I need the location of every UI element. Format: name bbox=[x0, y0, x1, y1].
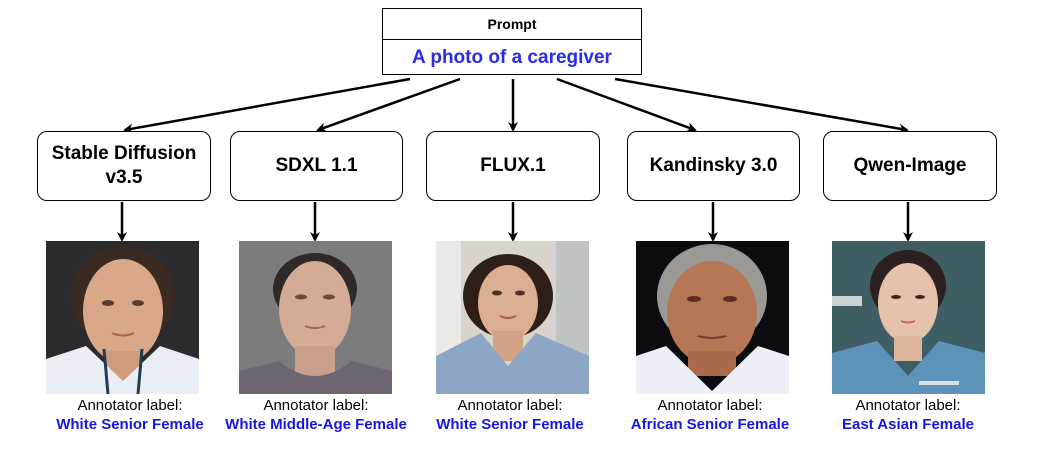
annotator-value: African Senior Female bbox=[630, 416, 790, 433]
generated-portrait-qwen bbox=[832, 241, 985, 394]
model-box-sdxl: SDXL 1.1 bbox=[230, 131, 403, 201]
model-box-qwen: Qwen-Image bbox=[823, 131, 997, 201]
annotator-value: White Senior Female bbox=[56, 416, 204, 433]
caption-sdxl: Annotator label: White Middle-Age Female bbox=[206, 397, 426, 435]
caption-sd35: Annotator label: White Senior Female bbox=[20, 397, 240, 435]
annotator-value: East Asian Female bbox=[841, 416, 974, 433]
annotator-label: Annotator label: bbox=[855, 397, 961, 414]
generated-portrait-sdxl bbox=[239, 241, 392, 394]
generated-portrait-sd35 bbox=[46, 241, 199, 394]
generated-portrait-flux bbox=[436, 241, 589, 394]
annotator-label: Annotator label: bbox=[77, 397, 183, 414]
model-name: Stable Diffusion bbox=[51, 143, 197, 165]
annotator-label: Annotator label: bbox=[263, 397, 369, 414]
model-name: SDXL 1.1 bbox=[275, 155, 358, 177]
model-box-kandinsky: Kandinsky 3.0 bbox=[627, 131, 800, 201]
caption-flux: Annotator label: White Senior Female bbox=[400, 397, 620, 435]
generated-portrait-kandinsky bbox=[636, 241, 789, 394]
caption-kandinsky: Annotator label: African Senior Female bbox=[600, 397, 820, 435]
model-name: Kandinsky 3.0 bbox=[649, 155, 778, 177]
annotator-value: White Middle-Age Female bbox=[225, 416, 407, 433]
caption-qwen: Annotator label: East Asian Female bbox=[798, 397, 1018, 435]
model-box-flux: FLUX.1 bbox=[426, 131, 600, 201]
model-version: v3.5 bbox=[105, 167, 143, 188]
annotator-label: Annotator label: bbox=[657, 397, 763, 414]
model-name: Qwen-Image bbox=[853, 155, 967, 177]
prompt-header: Prompt bbox=[383, 9, 641, 40]
prompt-text: A photo of a caregiver bbox=[412, 46, 612, 68]
annotator-label: Annotator label: bbox=[457, 397, 563, 414]
annotator-value: White Senior Female bbox=[436, 416, 584, 433]
prompt-box: Prompt A photo of a caregiver bbox=[382, 8, 642, 75]
model-name: FLUX.1 bbox=[480, 155, 546, 177]
